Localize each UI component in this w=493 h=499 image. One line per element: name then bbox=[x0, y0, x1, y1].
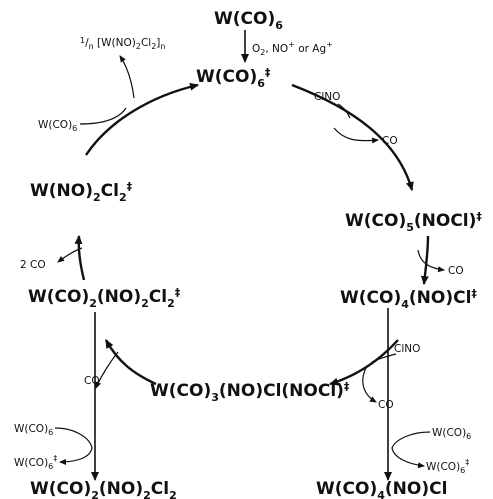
species-wco2-no2-cl2-cation: W(CO)2(NO)2Cl2‡ bbox=[28, 286, 181, 310]
arrow-co-out-right-1 bbox=[417, 249, 445, 273]
arrow-clno-in-top bbox=[337, 103, 351, 119]
arrow-co-out-mid bbox=[362, 367, 377, 403]
label-clno-top: ClNO bbox=[314, 91, 340, 103]
arrow-two-co-out bbox=[57, 247, 83, 263]
species-wco4-no-cl-cation: W(CO)4(NO)Cl‡ bbox=[340, 287, 477, 311]
label-polymer: 1/n [W(NO)2Cl2]n bbox=[80, 36, 165, 51]
species-wno2-cl2-cation: W(NO)2Cl2‡ bbox=[30, 180, 133, 204]
product-wco4-no-cl: W(CO)4(NO)Cl bbox=[316, 479, 447, 499]
arrow-wco6-in-left bbox=[79, 107, 127, 125]
cycle-arc-right bbox=[420, 235, 430, 285]
arrow-wco6-chain-left bbox=[54, 427, 93, 465]
cycle-arc-left-lower bbox=[74, 235, 86, 281]
label-co-left: CO bbox=[84, 375, 100, 387]
label-co-right-2: CO bbox=[448, 265, 464, 277]
cycle-arc-top-right bbox=[291, 83, 414, 191]
species-wco5-nocl: W(CO)5(NOCl)‡ bbox=[345, 210, 482, 234]
label-wco6-left-top: W(CO)6 bbox=[38, 119, 77, 133]
label-wco6-left-bottom: W(CO)6 bbox=[14, 423, 53, 437]
label-clno-mid: ClNO bbox=[394, 343, 420, 355]
arrow-co-out-top bbox=[333, 127, 379, 144]
label-co-mid: CO bbox=[378, 399, 394, 411]
arrow-co-out-left bbox=[95, 351, 119, 389]
arrow-polymer-out bbox=[119, 55, 135, 99]
cycle-arc-bottom-right bbox=[329, 339, 399, 386]
species-wco6-cation: W(CO)6‡ bbox=[196, 66, 271, 90]
label-oxidants: O2, NO+ or Ag+ bbox=[252, 40, 333, 57]
label-wco6-right-bottom: W(CO)6 bbox=[432, 427, 471, 441]
cycle-arc-bottom-left bbox=[104, 339, 157, 386]
product-wco2-no2-cl2: W(CO)2(NO)2Cl2 bbox=[30, 479, 177, 499]
species-wco6-start: W(CO)6 bbox=[214, 9, 283, 32]
label-two-co: 2 CO bbox=[20, 259, 46, 271]
label-wco6-cation-left-bottom: W(CO)6‡ bbox=[14, 454, 57, 471]
cycle-arc-left-upper bbox=[85, 82, 199, 156]
arrow-wco6-chain-right bbox=[391, 431, 431, 469]
label-co-right-1: CO bbox=[382, 135, 398, 147]
label-wco6-cation-right-bottom: W(CO)6‡ bbox=[426, 458, 469, 475]
species-wco3-no-cl-nocl: W(CO)3(NO)Cl(NOCl)‡ bbox=[150, 380, 350, 404]
arrow-clno-in-mid bbox=[371, 353, 397, 363]
